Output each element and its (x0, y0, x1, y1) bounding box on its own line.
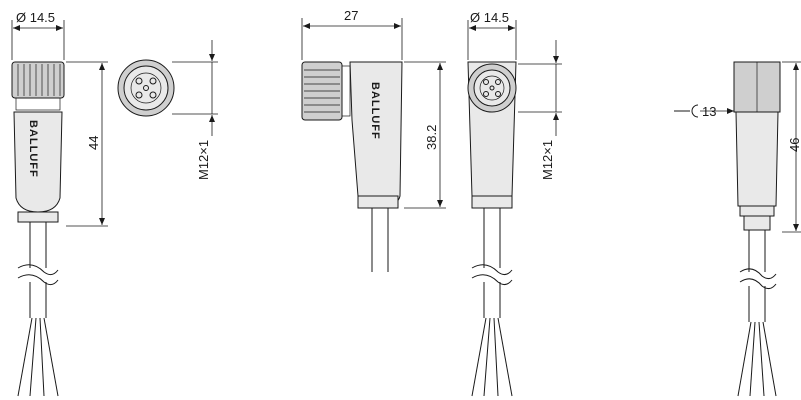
knurled-nut (11, 61, 65, 99)
contact-pins (135, 77, 157, 99)
wrench-size-label: 13 (702, 104, 716, 119)
length-label: 44 (86, 136, 101, 150)
nut-collar (15, 97, 61, 111)
front-contact-pins (483, 79, 501, 97)
thread-label: M12×1 (196, 140, 211, 180)
angled-connector-front-view: Ø 14.5 M12×1 (467, 10, 562, 397)
front-diameter-label: Ø 14.5 (470, 10, 509, 25)
cable-sleeve (17, 211, 59, 223)
cable-break (17, 264, 59, 276)
knurl-lines (17, 64, 61, 96)
height-label: 38.2 (424, 125, 439, 150)
narrow-length-label: 46 (787, 138, 801, 152)
width-label: 27 (344, 8, 358, 23)
brand-label: BALLUFF (27, 120, 39, 178)
narrow-body (735, 111, 779, 207)
front-thread-label: M12×1 (540, 140, 555, 180)
diameter-label: Ø 14.5 (16, 10, 55, 25)
straight-connector-face-view: M12×1 (117, 40, 218, 180)
angled-connector-side-view: BALLUFF 27 38.2 (301, 8, 446, 272)
wrench-icon (674, 104, 734, 118)
straight-connector-side-view: BALLUFF Ø 14.5 44 (11, 10, 108, 397)
wire-leads (17, 317, 59, 397)
angled-connector-narrow-view: 13 46 (674, 61, 801, 397)
angled-brand-label: BALLUFF (369, 82, 381, 140)
